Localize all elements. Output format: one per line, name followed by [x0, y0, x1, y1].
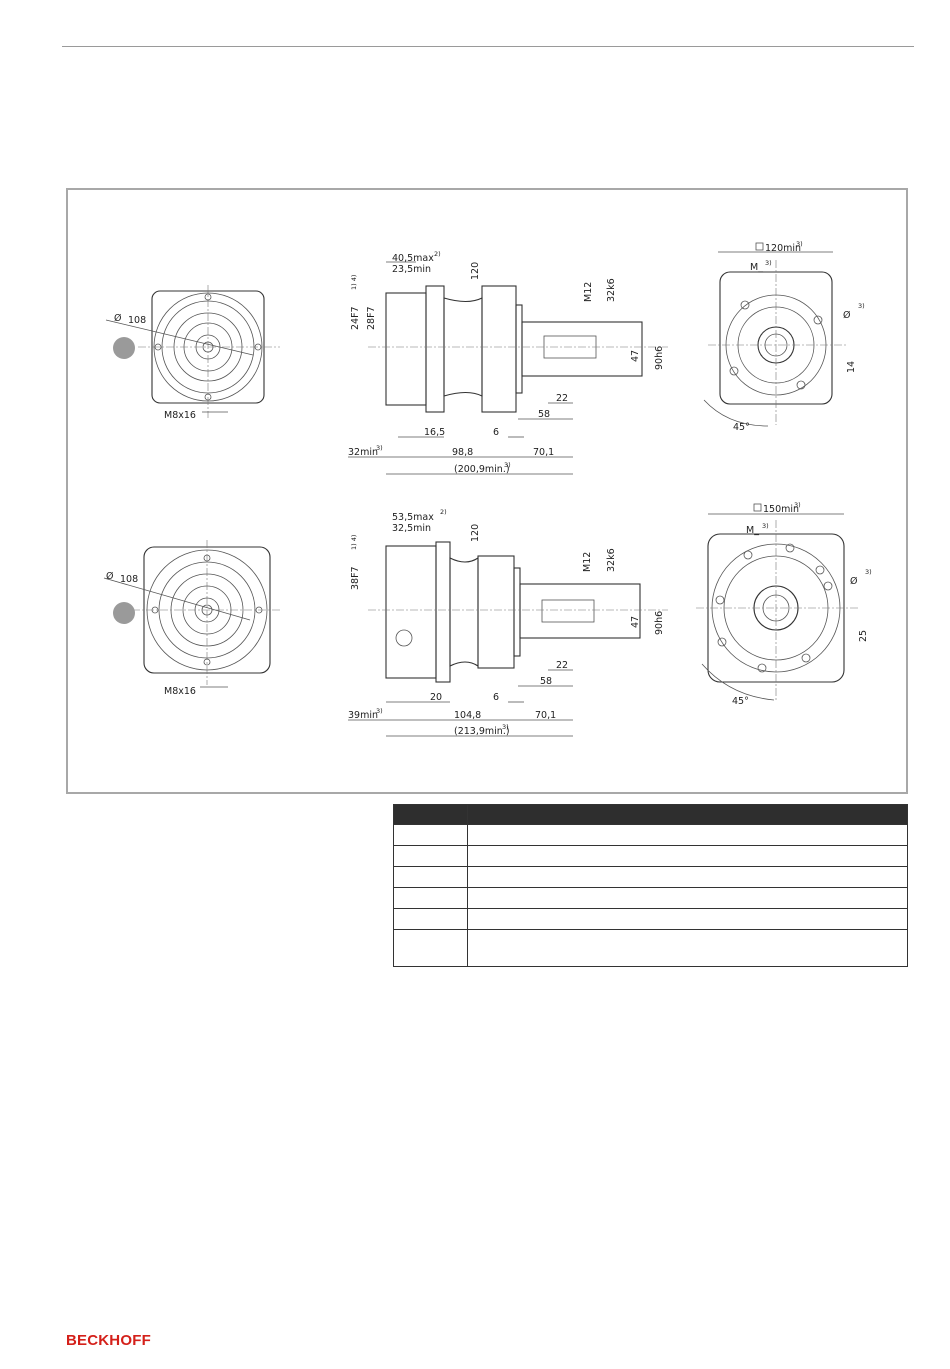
side-view-bottom: 53,5max 2) 32,5min 38F7 1) 4) 120 M12 32… — [348, 508, 668, 737]
angle-bottom: 45° — [732, 696, 749, 707]
d-shaft-top: 32k6 — [606, 278, 617, 302]
thread-top: M12 — [583, 282, 594, 302]
front-thread-bottom: M8x16 — [164, 686, 196, 697]
rear-view-top: 120min 3) M_ 3) Ø 3) 14 45° — [703, 240, 865, 433]
svg-text:2): 2) — [440, 508, 447, 516]
dim-988-top: 98,8 — [452, 447, 473, 458]
svg-text:1) 4): 1) 4) — [350, 275, 358, 290]
dim-6-top: 6 — [493, 427, 499, 438]
svg-text:3): 3) — [794, 501, 801, 509]
dimension-drawing-frame: Ø 108 M8x16 40,5max 2) 23,5min 24F7 1) 4… — [66, 188, 908, 794]
len-min-top: 23,5min — [392, 264, 431, 275]
svg-text:3): 3) — [376, 707, 383, 715]
table-header-row — [393, 804, 908, 825]
square-top: 120min — [765, 243, 801, 254]
d-input-bottom: 38F7 — [350, 566, 361, 590]
front-dia-bottom: Ø — [106, 571, 113, 582]
svg-text:2): 2) — [434, 250, 441, 258]
d-input2-top: 28F7 — [366, 306, 377, 330]
d-shaft-bottom: 32k6 — [606, 548, 617, 572]
dim-58-bottom: 58 — [540, 676, 552, 687]
front-view-top: Ø 108 M8x16 — [105, 285, 280, 421]
svg-text:3): 3) — [765, 259, 772, 267]
table-row — [393, 908, 908, 930]
dim-20-bottom: 20 — [430, 692, 442, 703]
dim-22-top: 22 — [556, 393, 568, 404]
m-top: M_ — [750, 262, 763, 273]
top-rule — [62, 46, 914, 47]
angle-top: 45° — [733, 422, 750, 433]
phi-top: Ø — [843, 310, 850, 321]
dim-22-bottom: 22 — [556, 660, 568, 671]
svg-text:3): 3) — [376, 444, 383, 452]
dim-39min-bottom: 39min — [348, 710, 378, 721]
beckhoff-logo: BECKHOFF — [66, 1332, 151, 1349]
dim-165-top: 16,5 — [424, 427, 445, 438]
front-view-bottom: Ø 108 M8x16 — [103, 540, 282, 697]
specification-table — [393, 804, 908, 967]
len-min-bottom: 32,5min — [392, 523, 431, 534]
dim-6-bottom: 6 — [493, 692, 499, 703]
front-dia-top: Ø — [114, 313, 121, 324]
svg-text:3): 3) — [858, 302, 865, 310]
square-bottom: 150min — [763, 504, 799, 515]
d-spigot-bottom: 47 — [630, 616, 641, 628]
svg-text:3): 3) — [762, 522, 769, 530]
table-row — [393, 929, 908, 967]
d-flange-bottom: 120 — [470, 524, 481, 542]
len-max-bottom: 53,5max — [392, 512, 434, 523]
svg-text:3): 3) — [796, 240, 803, 248]
phi-bottom: Ø — [850, 576, 857, 587]
thread-bottom: M12 — [582, 552, 593, 572]
dim-32min-top: 32min — [348, 447, 378, 458]
svg-text:108: 108 — [128, 315, 146, 326]
marker-dot-top — [113, 337, 135, 359]
svg-text:1) 4): 1) 4) — [350, 535, 358, 550]
m-bottom: M_ — [746, 525, 759, 536]
dim-701-bottom: 70,1 — [535, 710, 556, 721]
d-input-top: 24F7 — [350, 306, 361, 330]
front-thread-top: M8x16 — [164, 410, 196, 421]
d-pilot-top: 90h6 — [654, 346, 665, 370]
dim-1048-bottom: 104,8 — [454, 710, 481, 721]
table-row — [393, 824, 908, 846]
d-spigot-top: 47 — [630, 350, 641, 362]
svg-text:3): 3) — [865, 568, 872, 576]
technical-drawing: Ø 108 M8x16 40,5max 2) 23,5min 24F7 1) 4… — [103, 240, 872, 737]
dim-701-top: 70,1 — [533, 447, 554, 458]
table-row — [393, 887, 908, 909]
table-row — [393, 866, 908, 888]
d-pilot-bottom: 90h6 — [654, 611, 665, 635]
svg-text:3): 3) — [502, 723, 509, 731]
svg-text:108: 108 — [120, 574, 138, 585]
rear-view-bottom: 150min 3) M_ 3) Ø 3) 25 45° — [696, 501, 872, 707]
side-view-top: 40,5max 2) 23,5min 24F7 1) 4) 28F7 120 M… — [348, 250, 668, 475]
marker-dot-bottom — [113, 602, 135, 624]
d-flange-top: 120 — [470, 262, 481, 280]
table-row — [393, 845, 908, 867]
dim-58-top: 58 — [538, 409, 550, 420]
total-bottom: (213,9min.) — [454, 726, 510, 737]
total-top: (200,9min.) — [454, 464, 510, 475]
svg-text:3): 3) — [504, 461, 511, 469]
len-max-top: 40,5max — [392, 253, 434, 264]
dim-25-bottom: 25 — [858, 630, 869, 642]
dim-14-top: 14 — [846, 361, 857, 373]
